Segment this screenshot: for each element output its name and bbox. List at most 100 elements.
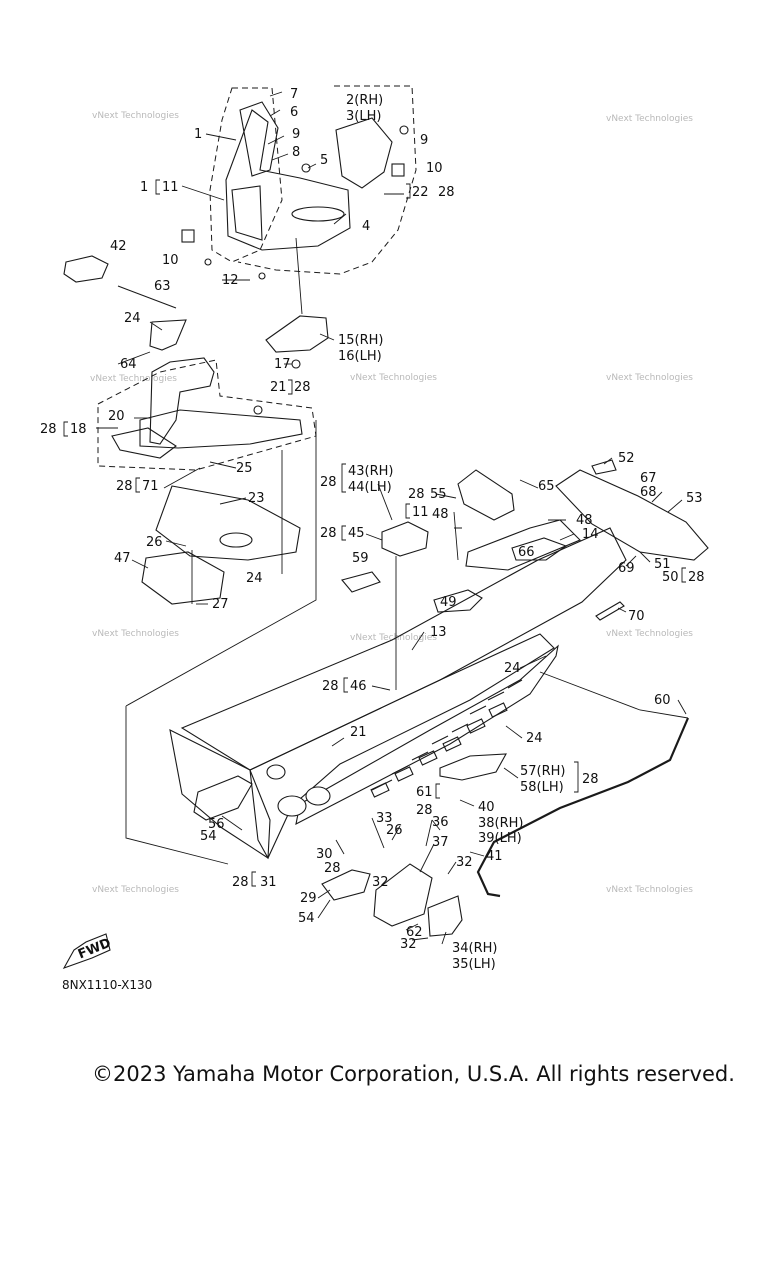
callout-22: 22: [412, 185, 429, 200]
callout-20: 20: [108, 409, 125, 424]
part-15-16-arm: [265, 315, 329, 353]
callout-32-c: 32: [400, 937, 417, 952]
bracket-plate-slot: [291, 206, 345, 222]
callout-54-a: 54: [200, 829, 217, 844]
callout-11-mid: 11: [412, 505, 429, 520]
tunnel-side-left: [169, 729, 271, 859]
tunnel-rear-plate: [465, 519, 581, 571]
callout-47: 47: [114, 551, 131, 566]
bracket-mark: [135, 477, 140, 493]
main-tunnel: [169, 519, 627, 860]
callout-27: 27: [212, 597, 229, 612]
leader-line: [165, 540, 187, 547]
leader-line: [319, 333, 335, 341]
tunnel-oval-port-2: [305, 786, 331, 806]
callout-12: 12: [222, 273, 239, 288]
bracket-mark: [405, 503, 410, 519]
tunnel-vent-1: [370, 782, 390, 798]
leader-line: [503, 767, 519, 779]
callout-58: 58(LH): [520, 780, 564, 795]
part-23-oval-hole: [219, 532, 253, 548]
leader-line: [667, 499, 683, 513]
leader-line: [221, 815, 243, 831]
callout-32-b: 32: [372, 875, 389, 890]
callout-1: 1: [194, 127, 202, 142]
callout-37: 37: [432, 835, 449, 850]
leader-line: [335, 839, 345, 855]
copyright-notice: ©2023 Yamaha Motor Corporation, U.S.A. A…: [92, 1062, 735, 1086]
callout-43: 43(RH): [348, 464, 394, 479]
part-47-plate: [141, 551, 225, 605]
leader-line: [219, 497, 247, 505]
callout-7: 7: [290, 87, 298, 102]
tunnel-vent-4: [442, 736, 462, 752]
callout-57: 57(RH): [520, 764, 566, 779]
leader-line: [267, 135, 285, 145]
callout-69: 69: [618, 561, 635, 576]
leader-line: [205, 133, 237, 141]
part-24-bracket: [149, 319, 187, 351]
leader-line: [333, 213, 347, 225]
bracket-mark: [406, 183, 411, 199]
tunnel-oval-port-3: [266, 764, 286, 780]
fwd-arrow-shape: [62, 933, 111, 970]
leader-line: [269, 91, 283, 97]
part-34-35-bracket: [427, 895, 463, 937]
leader-line: [331, 737, 345, 747]
tunnel-top: [180, 527, 627, 771]
callout-56: 56: [208, 817, 225, 832]
callout-17: 17: [274, 357, 291, 372]
tunnel-running-board: [295, 644, 559, 826]
tunnel-vent-3: [418, 750, 438, 766]
leader-line: [639, 551, 651, 563]
part-10-block: [391, 163, 405, 177]
bracket-mark: [343, 677, 348, 693]
callout-28-h: 28: [688, 570, 705, 585]
leader-line: [411, 631, 425, 651]
callout-53: 53: [686, 491, 703, 506]
leader-line: [295, 237, 303, 315]
leader-line: [307, 163, 317, 169]
watermark-text: vNext Technologies: [606, 114, 693, 124]
leader-line: [459, 799, 475, 807]
callout-39: 39(LH): [478, 831, 522, 846]
watermark-text: vNext Technologies: [606, 373, 693, 383]
front-subframe-group-outline: [209, 87, 283, 263]
leader-line: [519, 479, 539, 489]
callout-28-m: 28: [232, 875, 249, 890]
callout-31: 31: [260, 875, 277, 890]
watermark-text: vNext Technologies: [90, 374, 177, 384]
watermark-text: vNext Technologies: [350, 633, 437, 643]
callout-10-right: 10: [426, 161, 443, 176]
callout-60: 60: [654, 693, 671, 708]
leader-line: [163, 467, 201, 489]
frame-crossbar: [139, 409, 303, 449]
leader-line: [435, 493, 457, 499]
leader-line: [377, 483, 393, 521]
callout-36: 36: [432, 815, 449, 830]
callout-26-b: 26: [386, 823, 403, 838]
leader-line: [181, 185, 225, 201]
leader-line: [411, 937, 429, 941]
watermarks: vNext Technologies vNext Technologies vN…: [90, 111, 693, 895]
leader-line: [447, 861, 457, 875]
watermark-text: vNext Technologies: [92, 111, 179, 121]
leader-line: [117, 351, 151, 365]
callout-26-a: 26: [146, 535, 163, 550]
leader-line: [677, 699, 687, 715]
tunnel-vent-5: [466, 718, 486, 734]
bracket-left-plate: [225, 109, 351, 251]
bracket-mark: [341, 463, 346, 493]
callout-2: 2(RH): [346, 93, 383, 108]
leader-line: [505, 725, 523, 739]
bracket-mark: [155, 179, 160, 195]
part-55-bracket: [457, 469, 515, 521]
bracket-window: [231, 185, 263, 241]
callout-16: 16(LH): [338, 349, 382, 364]
front-bracket-assembly: [181, 101, 409, 280]
front-frame: [111, 319, 303, 459]
leader-line: [271, 153, 289, 161]
callout-18: 18: [70, 422, 87, 437]
bracket-mark: [341, 525, 346, 541]
